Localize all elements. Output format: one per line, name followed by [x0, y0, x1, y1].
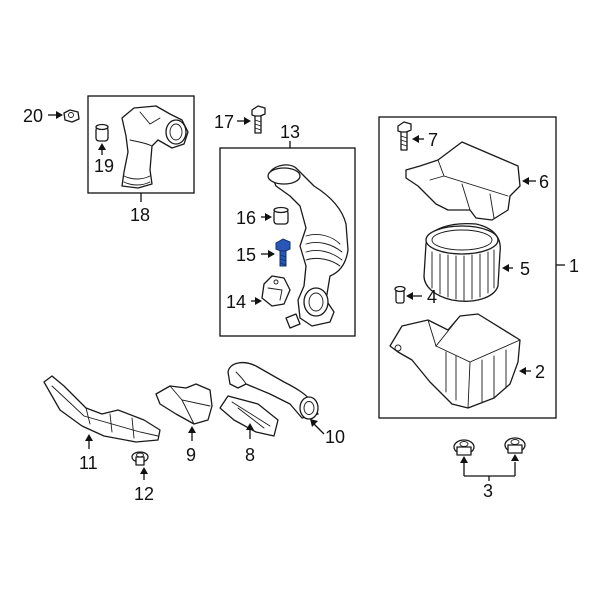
arrow-3a	[460, 456, 468, 463]
air-filter-part-5	[423, 222, 501, 302]
mount-part-3b	[504, 437, 526, 454]
callout-3: 3	[483, 481, 493, 501]
push-pin-part-12	[131, 451, 149, 466]
group-box-13	[219, 147, 356, 337]
callout-15: 15	[236, 245, 256, 265]
shield-part-8	[219, 395, 279, 437]
intake-elbow-part-18	[121, 105, 189, 189]
callout-6: 6	[539, 172, 549, 192]
callout-2: 2	[535, 362, 545, 382]
resonator-duct-part-13	[267, 164, 349, 329]
grommet-part-16	[273, 206, 289, 225]
arrow-20	[56, 111, 63, 119]
deflector-part-9	[155, 383, 213, 425]
grommet-part-19	[95, 123, 109, 142]
arrow-16	[265, 213, 272, 221]
bolt-part-15	[275, 238, 291, 267]
arrow-12	[140, 467, 148, 474]
callout-7: 7	[428, 130, 438, 150]
callout-19: 19	[94, 156, 114, 176]
arrow-3b	[511, 454, 519, 461]
bolt-part-7	[397, 121, 412, 151]
callout-12: 12	[134, 484, 154, 504]
callout-8: 8	[245, 445, 255, 465]
arrow-8	[246, 423, 254, 430]
arrow-10	[310, 419, 318, 427]
callout-4: 4	[427, 287, 437, 307]
arrow-11	[85, 434, 93, 441]
callout-5: 5	[520, 259, 530, 279]
bolt-part-17	[251, 105, 266, 134]
group-box-1	[378, 116, 557, 419]
arrow-2	[519, 367, 526, 375]
callout-16: 16	[236, 208, 256, 228]
arrow-5	[502, 264, 509, 272]
arrow-17	[244, 117, 251, 125]
callout-10: 10	[325, 427, 345, 447]
arrow-9	[188, 426, 196, 433]
air-cleaner-lower-housing-part-2	[389, 313, 521, 409]
air-guide-part-11	[43, 375, 161, 443]
sensor-part-4	[394, 285, 406, 304]
mount-part-3a	[453, 439, 475, 456]
callout-17: 17	[214, 112, 234, 132]
callout-9: 9	[186, 445, 196, 465]
callout-11: 11	[79, 453, 98, 473]
callout-13: 13	[280, 122, 300, 142]
arrow-6	[522, 177, 529, 185]
callout-20: 20	[23, 106, 43, 126]
arrow-7	[412, 135, 419, 143]
arrow-14	[255, 297, 262, 305]
nut-part-20	[63, 109, 80, 123]
bracket-part-14	[261, 275, 291, 307]
inlet-duct-part-10	[227, 361, 319, 420]
arrow-4	[406, 292, 413, 300]
callout-1: 1	[569, 256, 579, 276]
callout-18: 18	[130, 205, 150, 225]
arrow-15	[268, 250, 275, 258]
callout-14: 14	[226, 292, 246, 312]
air-cleaner-cover-part-6	[405, 141, 521, 221]
arrow-19	[98, 143, 106, 150]
leader-10	[312, 422, 325, 435]
